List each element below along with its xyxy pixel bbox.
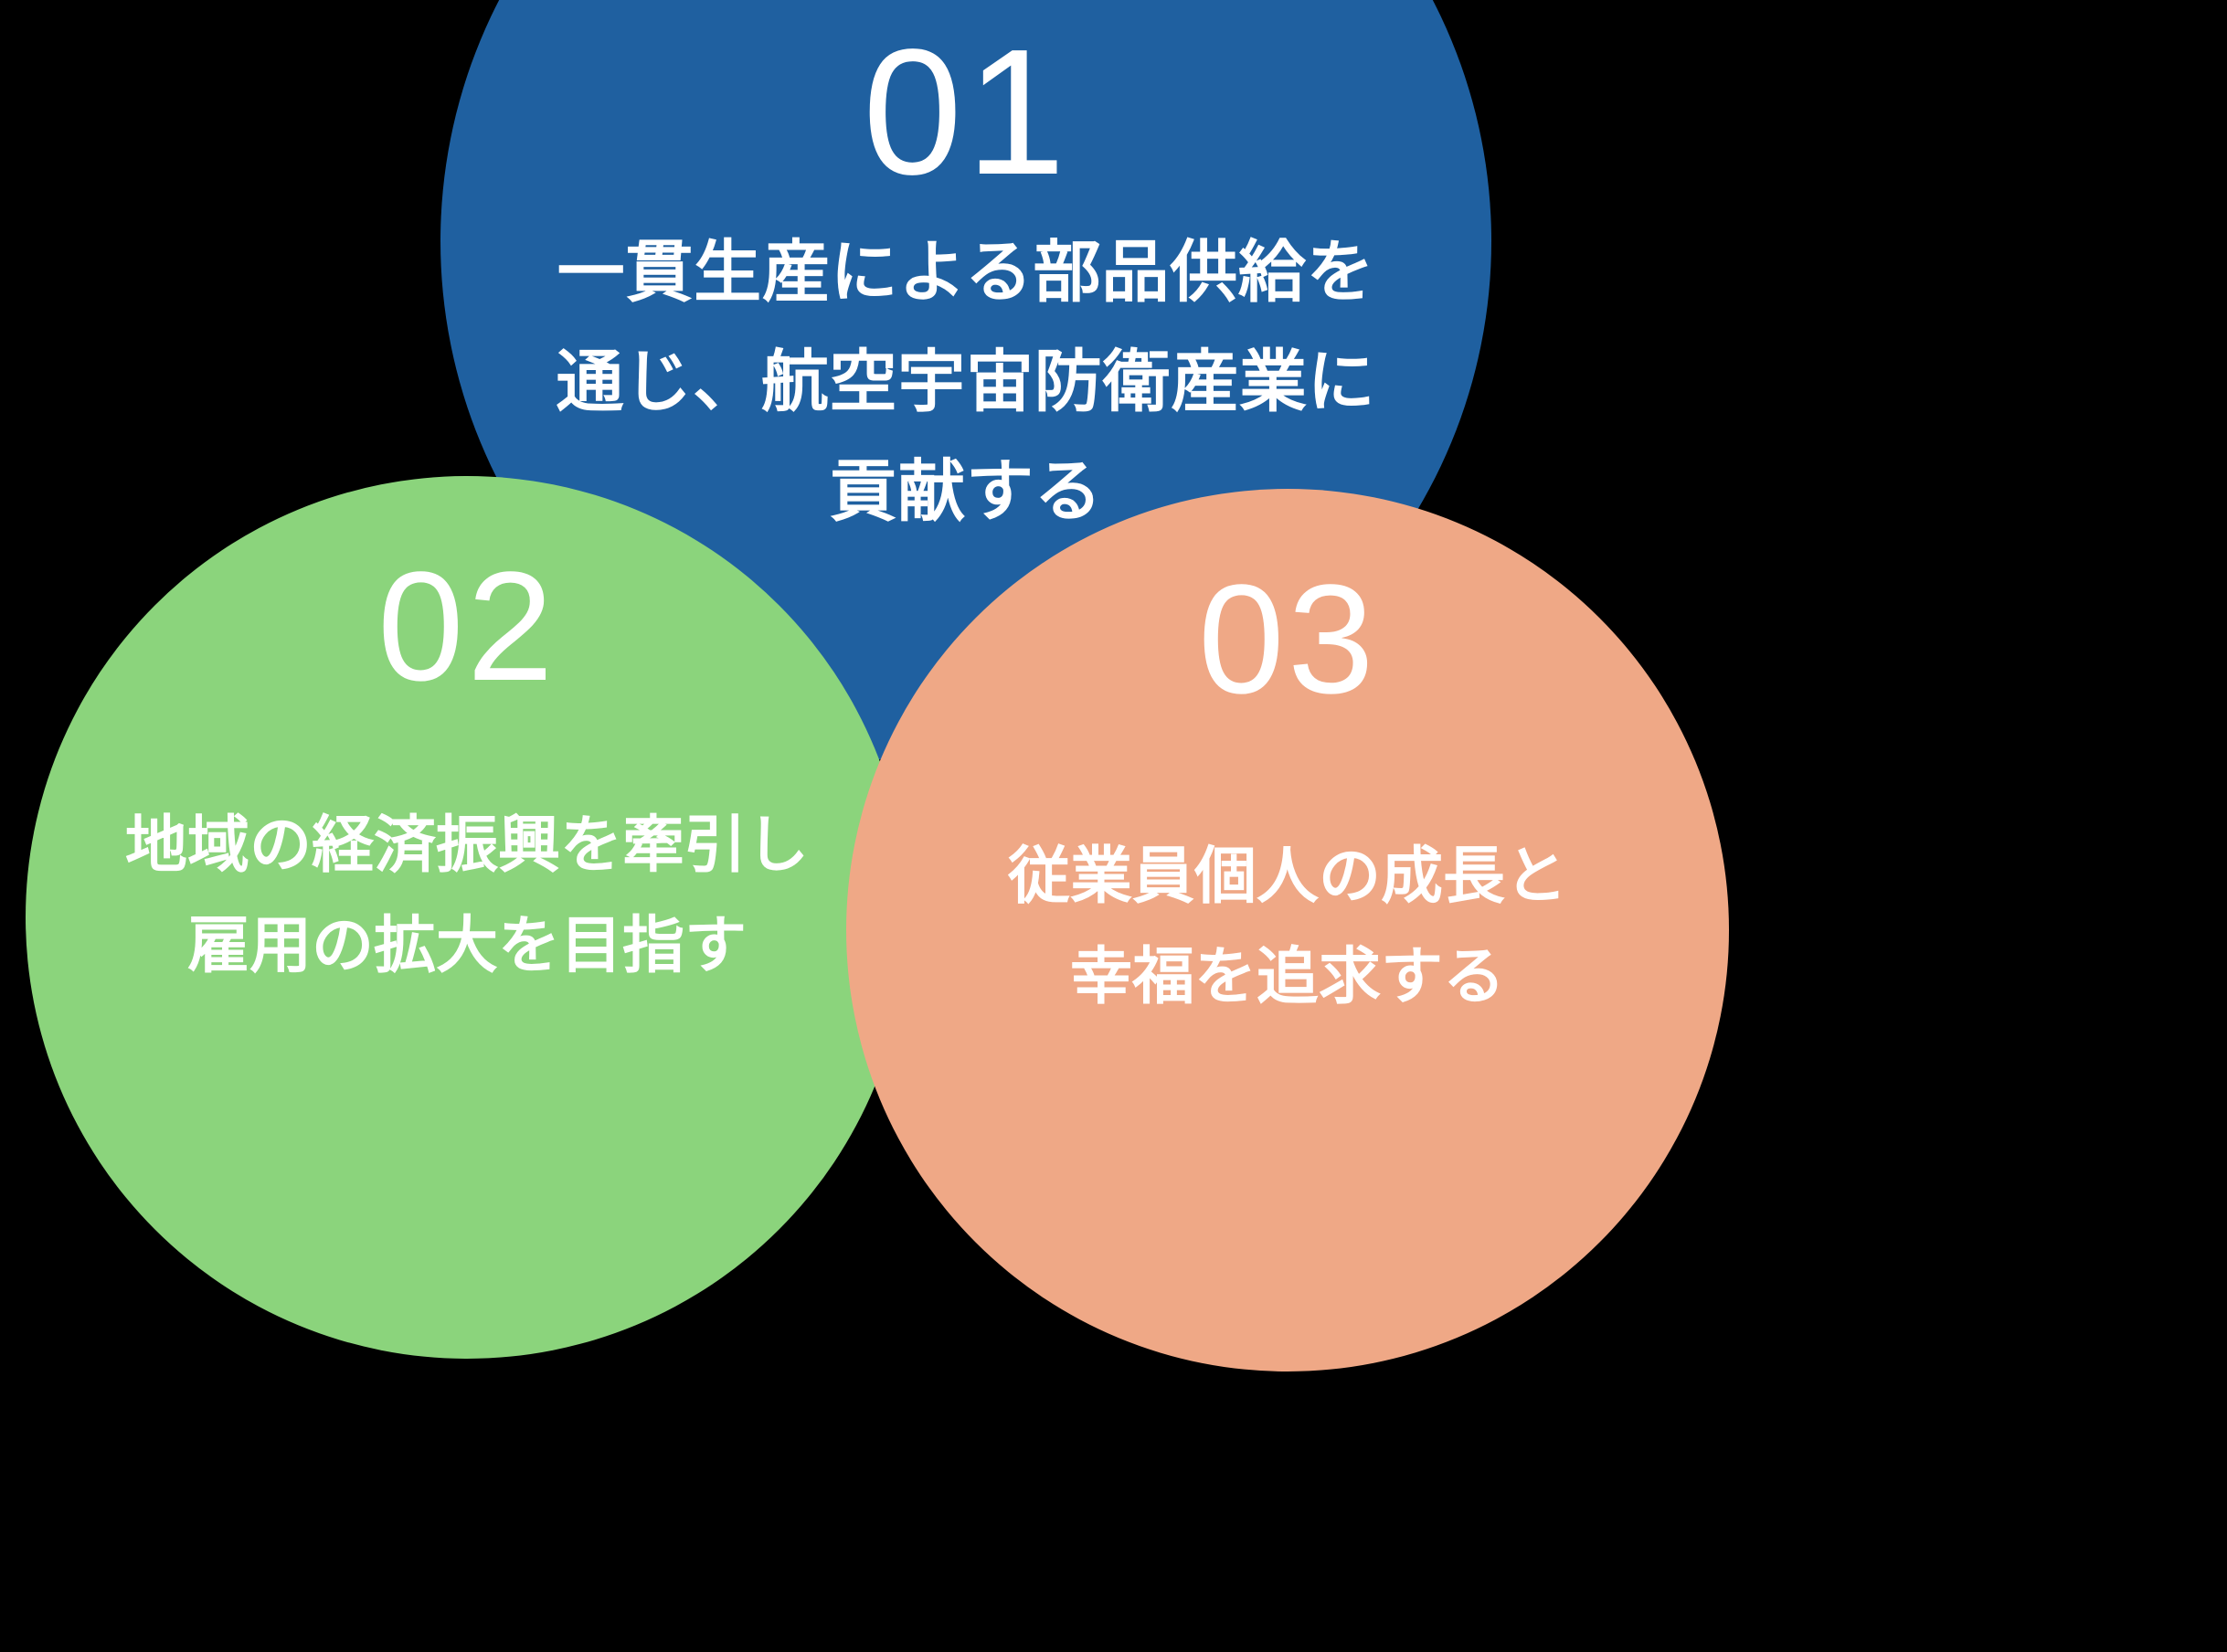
circle-01-line-1: 一貫生産による部品供給を bbox=[557, 233, 1375, 312]
circle-01-number: 01 bbox=[863, 12, 1069, 212]
circle-02-line-1: 地域の経済振興を牽引し bbox=[124, 810, 809, 882]
circle-02-text: 地域の経済振興を牽引し 雇用の拡大を目指す bbox=[125, 796, 809, 997]
circle-01-text: 一貫生産による部品供給を 通じ、航空宇宙防衛産業に 貢献する bbox=[557, 218, 1376, 547]
circle-01-line-3: 貢献する bbox=[829, 451, 1103, 531]
circle-03-text: 従業員個人の成長と 幸福を追求する bbox=[1008, 827, 1567, 1028]
vision-circle-02: 02 地域の経済振興を牽引し 雇用の拡大を目指す bbox=[26, 476, 908, 1359]
circle-02-number: 02 bbox=[377, 540, 557, 714]
vision-circle-03: 03 従業員個人の成長と 幸福を追求する bbox=[846, 489, 1729, 1371]
circle-02-line-2: 雇用の拡大を目指す bbox=[186, 910, 747, 983]
circle-03-number: 03 bbox=[1198, 553, 1377, 726]
circle-01-line-2: 通じ、航空宇宙防衛産業に bbox=[556, 342, 1376, 421]
circle-03-line-2: 幸福を追求する bbox=[1069, 941, 1505, 1014]
circle-03-line-1: 従業員個人の成長と bbox=[1007, 841, 1567, 913]
